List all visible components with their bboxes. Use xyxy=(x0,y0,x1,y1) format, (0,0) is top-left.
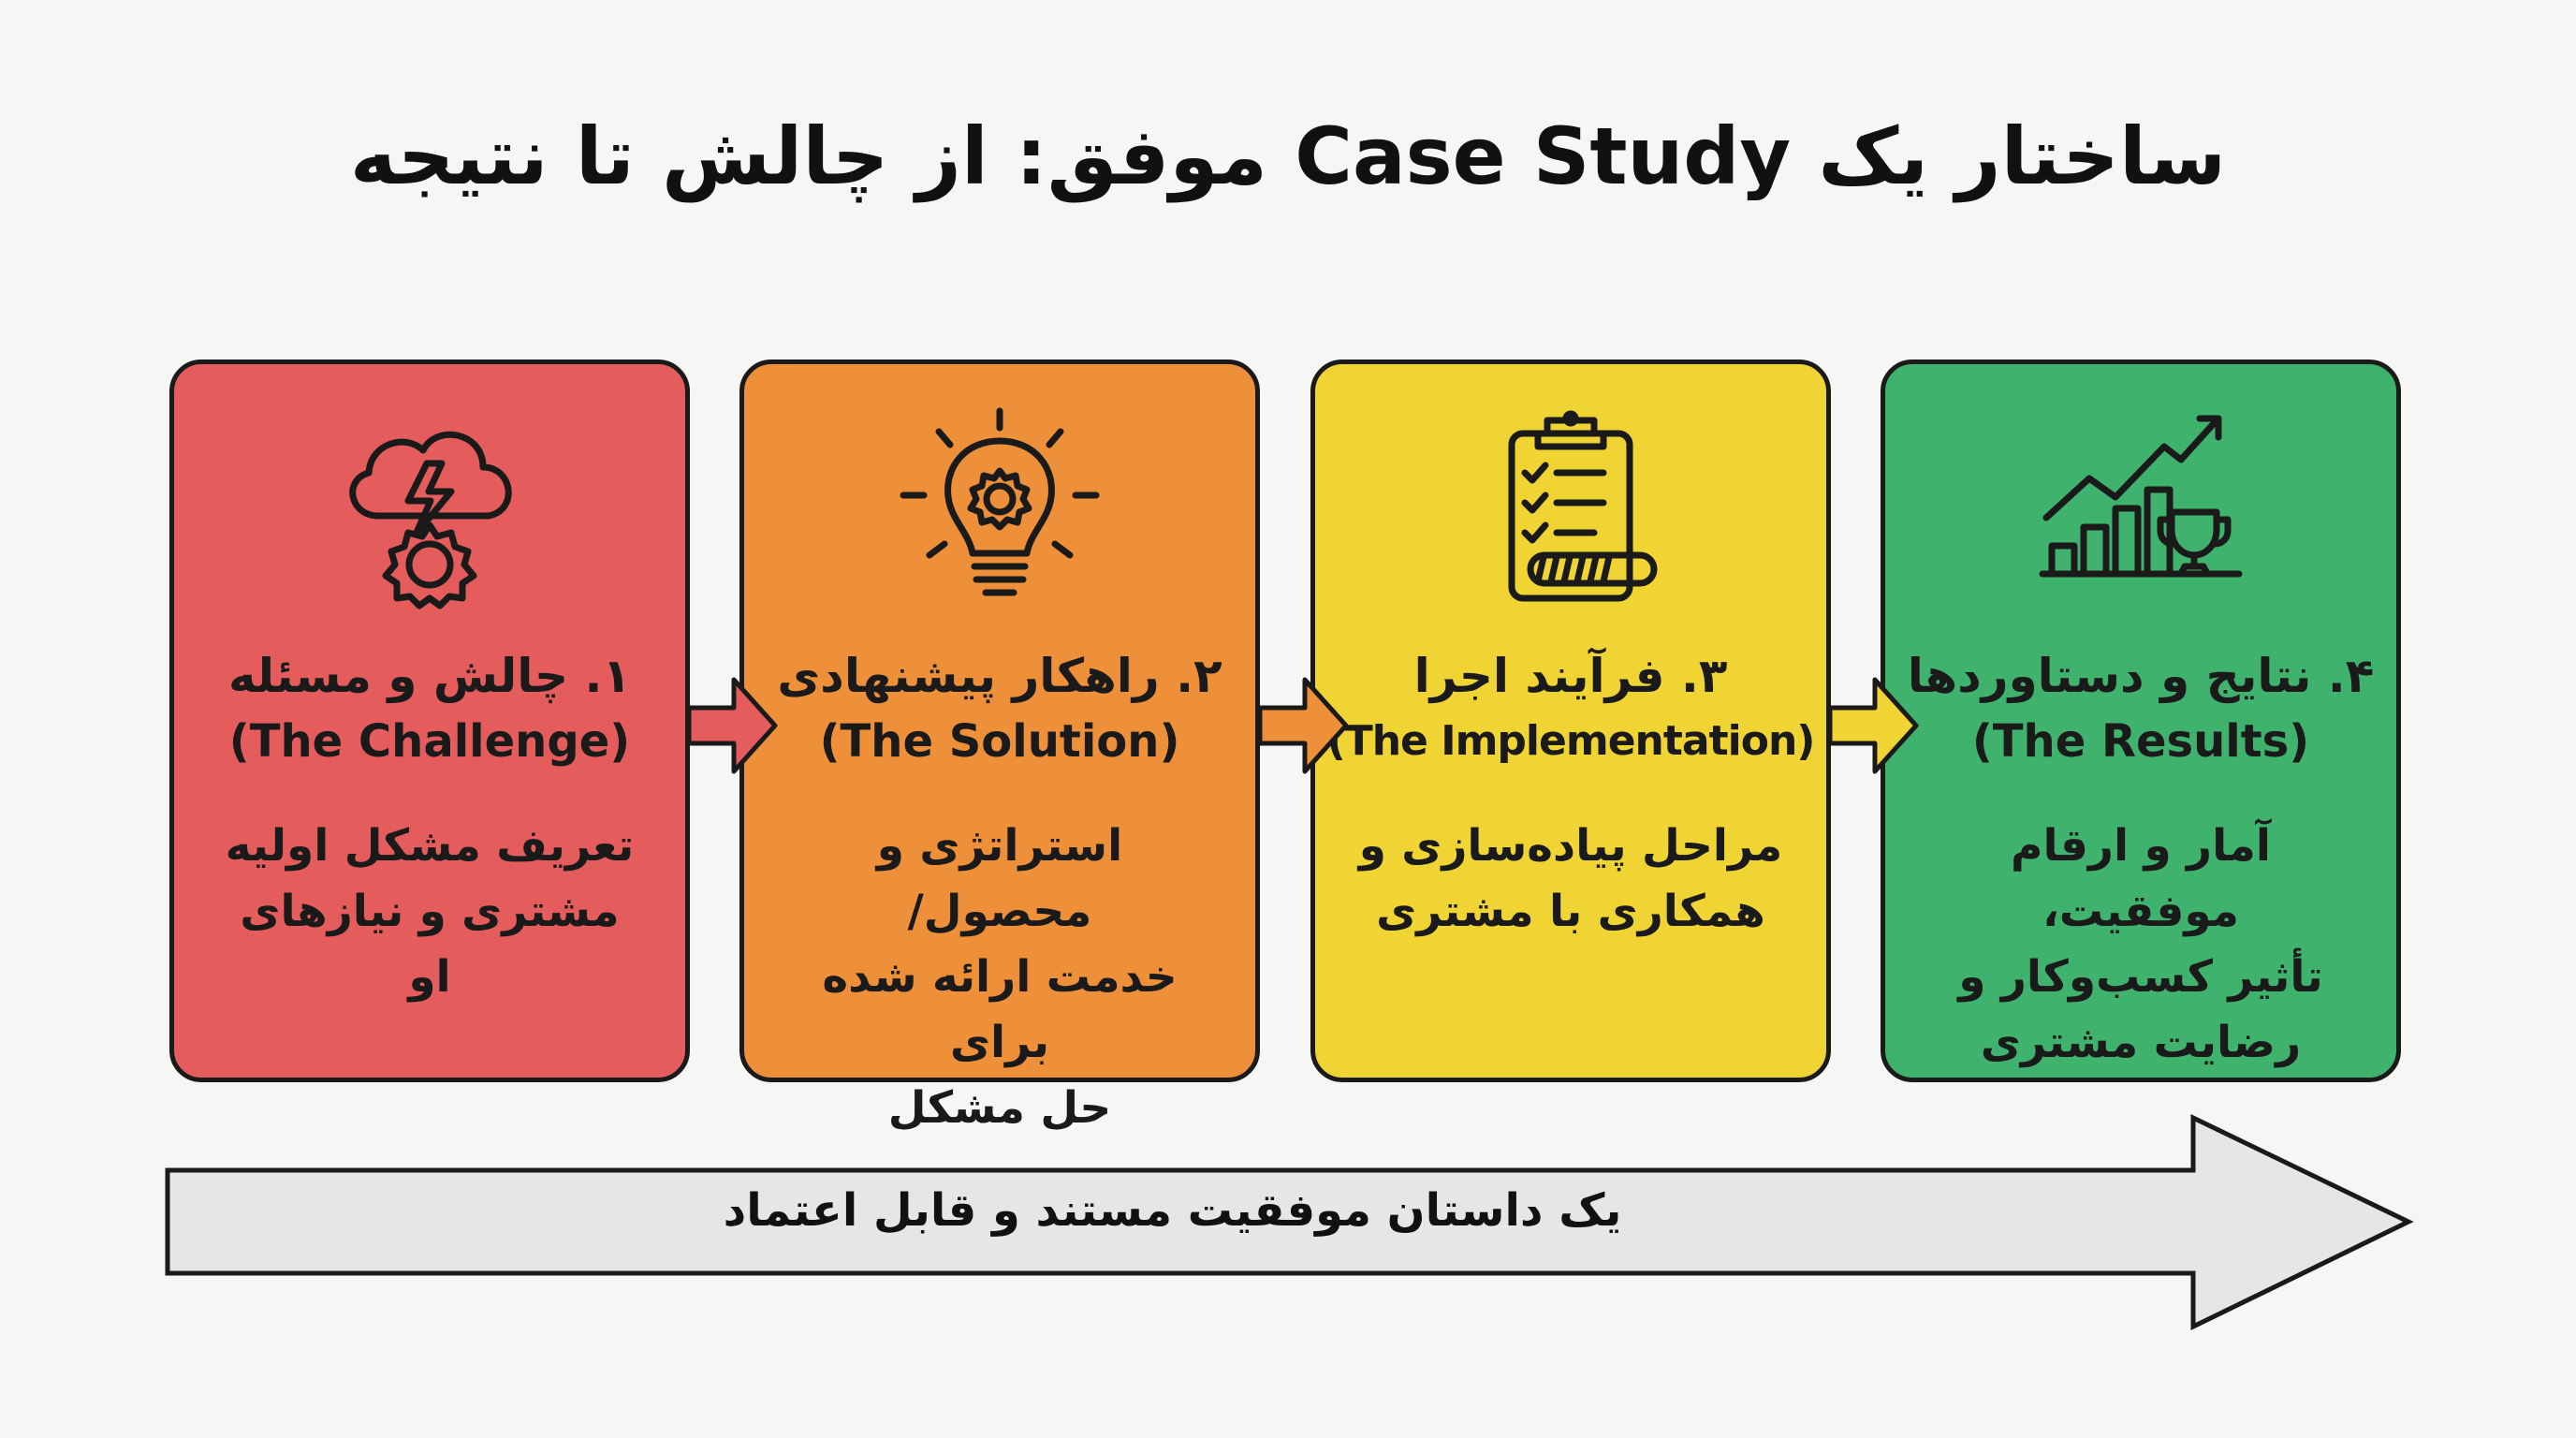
desc-line: استراتژی و محصول/ xyxy=(876,820,1123,937)
step-title-fa: ۱. چالش و مسئله xyxy=(227,649,632,703)
desc-line: مراحل پیاده‌سازی و xyxy=(1358,820,1783,872)
connector-arrow-icon xyxy=(1256,674,1350,777)
step-description: تعریف مشکل اولیه مشتری و نیازهای او xyxy=(212,814,648,1010)
timeline-label: یک داستان موفقیت مستند و قابل اعتماد xyxy=(723,1184,1622,1237)
connector-arrow-icon xyxy=(1826,674,1920,777)
connector-arrow-shape xyxy=(1827,677,1919,774)
desc-line: مشتری و نیازهای او xyxy=(240,886,620,1003)
step-title-en: (The Results) xyxy=(1971,715,2310,768)
step-card-solution: ۲. راهکار پیشنهادی (The Solution) استرات… xyxy=(739,360,1260,1134)
connector-arrow-icon xyxy=(685,674,779,777)
step-heading: ۲. راهکار پیشنهادی (The Solution) xyxy=(754,643,1246,774)
desc-line: حل مشکل xyxy=(887,1082,1112,1134)
desc-line: تأثیر کسب‌وکار و xyxy=(1958,951,2323,1003)
step-heading: ۴. نتایج و دستاوردها (The Results) xyxy=(1895,643,2387,774)
step-title-en: (The Challenge) xyxy=(228,715,631,768)
connector-arrow-shape xyxy=(1257,677,1349,774)
step-title-en: (The Implementation) xyxy=(1326,717,1816,765)
step-title-fa: ۲. راهکار پیشنهادی xyxy=(777,649,1222,703)
step-heading: ۱. چالش و مسئله (The Challenge) xyxy=(183,643,676,774)
timeline-arrow-icon xyxy=(164,1112,2415,1332)
step-title-en: (The Solution) xyxy=(819,715,1180,768)
step-card-implementation: ۳. فرآیند اجرا (The Implementation) مراح… xyxy=(1310,360,1831,1082)
connector-arrow-shape xyxy=(686,677,778,774)
step-title-fa: ۴. نتایج و دستاوردها xyxy=(1907,649,2375,703)
lightbulb-gear-icon xyxy=(892,405,1107,621)
step-card-challenge: ۱. چالش و مسئله (The Challenge) تعریف مش… xyxy=(169,360,690,1082)
step-description: آمار و ارقام موفقیت، تأثیر کسب‌وکار و رض… xyxy=(1923,814,2359,1076)
step-description: مراحل پیاده‌سازی و همکاری با مشتری xyxy=(1353,814,1789,945)
step-heading: ۳. فرآیند اجرا (The Implementation) xyxy=(1325,643,1817,774)
page-title: ساختار یک Case Study موفق: از چالش تا نت… xyxy=(349,110,2227,202)
desc-line: همکاری با مشتری xyxy=(1376,886,1765,937)
desc-line: تعریف مشکل اولیه xyxy=(225,820,635,872)
desc-line: خدمت ارائه شده برای xyxy=(822,951,1178,1068)
step-title-fa: ۳. فرآیند اجرا xyxy=(1413,649,1728,703)
desc-line: رضایت مشتری xyxy=(1980,1017,2302,1068)
cloud-lightning-gear-icon xyxy=(322,405,537,621)
step-description: استراتژی و محصول/ خدمت ارائه شده برای حل… xyxy=(782,814,1218,1141)
desc-line: آمار و ارقام موفقیت، xyxy=(2011,820,2271,937)
step-card-results: ۴. نتایج و دستاوردها (The Results) آمار … xyxy=(1881,360,2401,1082)
growth-chart-trophy-icon xyxy=(2033,405,2248,621)
clipboard-checklist-icon xyxy=(1463,405,1678,621)
